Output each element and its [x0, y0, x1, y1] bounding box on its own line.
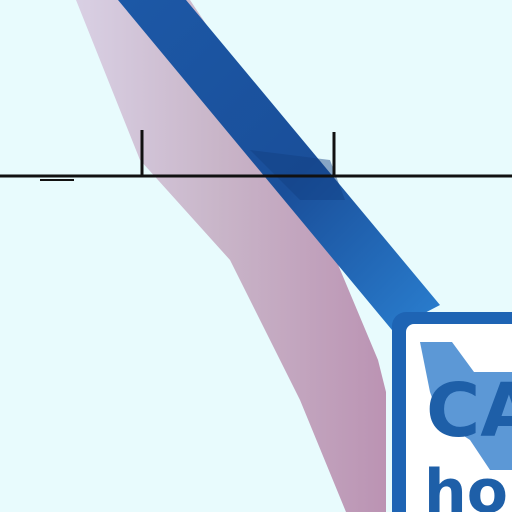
blue-route-band: [118, 0, 440, 330]
california-state-outline-icon: [420, 342, 512, 470]
pink-route-band: [76, 0, 386, 512]
badge-line1: CA: [426, 368, 512, 454]
route-badge[interactable]: CA ho: [392, 312, 512, 512]
scale-bar: [0, 130, 512, 181]
badge-line2: ho: [424, 457, 508, 512]
